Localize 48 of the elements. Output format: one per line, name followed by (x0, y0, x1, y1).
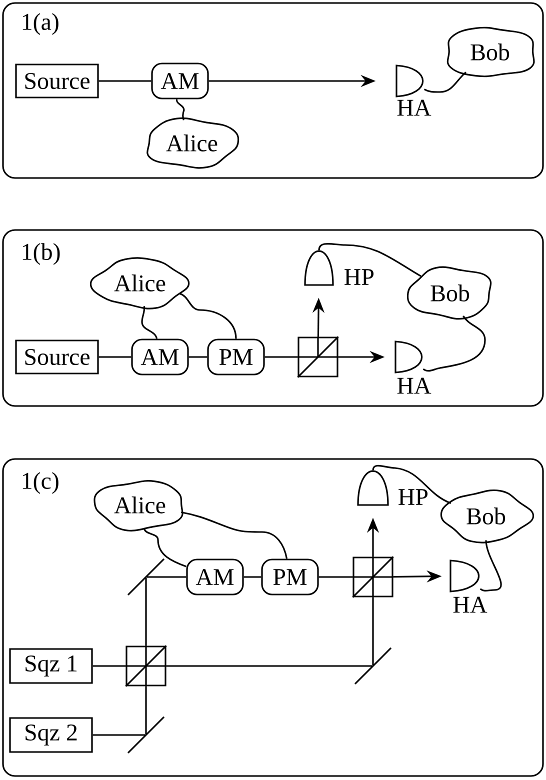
beam-line (318, 576, 353, 578)
beam-splitter (297, 336, 339, 378)
detector-label: HP (344, 269, 374, 285)
modulator-box: AM (131, 338, 189, 376)
beam-line (98, 356, 132, 358)
detector-label: HA (397, 378, 432, 394)
party-cloud: Alice (94, 480, 184, 532)
modulator-box: AM (151, 62, 209, 100)
wavy-line (141, 306, 158, 339)
beam-line (264, 356, 298, 358)
party-cloud: Bob (446, 26, 535, 78)
detector-label: HP (398, 489, 428, 505)
party-cloud: Alice (146, 117, 240, 169)
detector-label: HA (453, 596, 488, 613)
wavy-line (480, 540, 502, 592)
beam-line (188, 356, 208, 358)
beam-line (145, 686, 147, 734)
mirror (127, 716, 165, 754)
beam-line (92, 665, 126, 667)
source-box: Source (15, 340, 99, 374)
beam-splitter (125, 645, 167, 687)
beam-line (146, 576, 186, 578)
modulator-box: PM (207, 338, 265, 376)
party-cloud: Bob (440, 489, 534, 544)
party-cloud: Alice (90, 257, 190, 310)
party-cloud: Bob (406, 266, 492, 320)
beam-line (92, 734, 146, 736)
beam-line (244, 576, 262, 578)
source-box: Sqz 2 (9, 717, 93, 753)
wavy-line (176, 99, 185, 120)
source-box: Sqz 1 (9, 648, 93, 684)
wavy-line (143, 528, 186, 568)
source-box: Source (15, 64, 99, 98)
mirror (354, 647, 392, 685)
modulator-box: AM (186, 558, 244, 596)
wavy-line (422, 315, 486, 372)
wavy-line (181, 511, 288, 559)
beam-line (98, 80, 152, 82)
detector-label: HA (397, 100, 432, 116)
wavy-line (372, 464, 452, 504)
wavy-line (424, 72, 466, 93)
beam-line (145, 578, 147, 646)
beam-splitter (352, 556, 394, 598)
modulator-box: PM (261, 558, 319, 596)
wavy-line (179, 292, 237, 339)
mirror (127, 558, 165, 596)
beam-line (372, 597, 374, 666)
beam-line (166, 665, 372, 667)
